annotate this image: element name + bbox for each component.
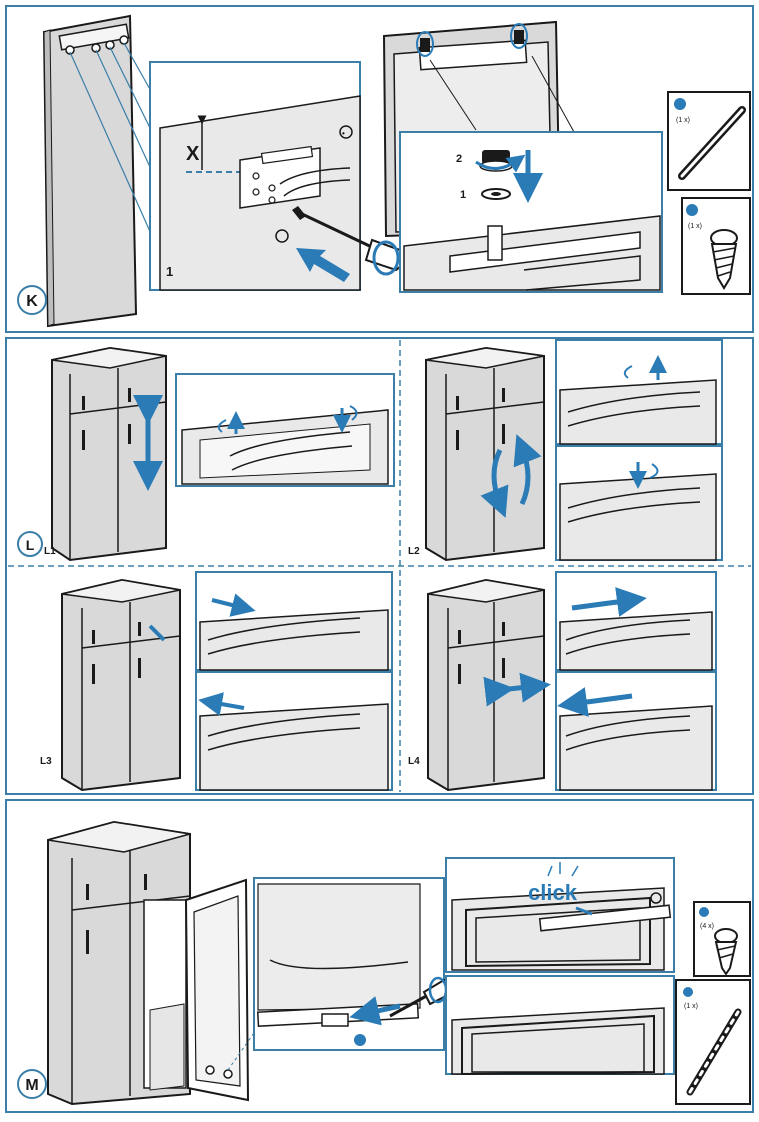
section-l-frame bbox=[5, 337, 754, 795]
bracket-icon bbox=[678, 106, 746, 180]
screw-icon bbox=[292, 206, 306, 220]
part-box-screws-m: (4 x) bbox=[693, 901, 751, 977]
fridge-l4 bbox=[427, 578, 551, 792]
section-m-frame bbox=[5, 799, 754, 1113]
fridge-l3 bbox=[61, 578, 181, 792]
part-box-strip: (1 x) bbox=[675, 979, 751, 1105]
section-k-badge bbox=[17, 285, 47, 315]
zoom-l4-top bbox=[555, 571, 717, 671]
part-ref-screw: • bbox=[342, 129, 345, 138]
screw-icon bbox=[714, 928, 738, 976]
dimension-x-label: X bbox=[186, 143, 200, 165]
screw-quantity: (1 x) bbox=[688, 223, 702, 230]
zoom-l2-bottom bbox=[555, 445, 723, 561]
tall-door-panel bbox=[42, 14, 157, 328]
panel-l2-label: L2 bbox=[408, 546, 420, 557]
rotate-arrows-icon bbox=[480, 434, 542, 518]
section-m: click (4 x) (1 x) bbox=[5, 799, 754, 1113]
arrow-icon bbox=[148, 624, 166, 642]
section-k-frame bbox=[5, 5, 754, 333]
bracket-icon bbox=[686, 1008, 742, 1096]
zoom-click-panel: click bbox=[445, 857, 675, 973]
section-l: L L1 bbox=[5, 337, 754, 795]
click-burst-icon bbox=[547, 862, 579, 877]
zoom-l2-top bbox=[555, 339, 723, 445]
fridge-open-door bbox=[47, 820, 257, 1106]
zoom-l3-bottom bbox=[195, 671, 393, 791]
screw-quantity-m: (4 x) bbox=[700, 923, 714, 930]
panel-l1-label: L1 bbox=[44, 546, 56, 557]
bracket-quantity: (1 x) bbox=[676, 117, 690, 124]
zoom-frame-panel bbox=[445, 975, 675, 1076]
section-m-badge bbox=[17, 1069, 47, 1099]
step-1-label: 1 bbox=[166, 264, 173, 279]
zoom-door-bottom bbox=[253, 877, 451, 1051]
zoom-l3-top bbox=[195, 571, 393, 671]
screw-icon bbox=[710, 229, 738, 290]
click-label: click bbox=[528, 880, 578, 905]
fridge-l2 bbox=[425, 346, 545, 562]
section-k-badge-label: K bbox=[26, 293, 38, 310]
zoom-l1 bbox=[175, 373, 395, 487]
substep-1-label: 1 bbox=[460, 189, 466, 201]
arrow-icon bbox=[483, 672, 551, 707]
arrow-icon bbox=[296, 248, 350, 282]
zoom-panel-cap-screw: 2 1 bbox=[399, 131, 663, 293]
zoom-panel-mount-bracket: X • 1 2 bbox=[149, 61, 411, 291]
part-box-screw: (1 x) bbox=[681, 197, 751, 295]
section-l-badge-label: L bbox=[26, 537, 35, 553]
part-box-bracket: (1 x) bbox=[667, 91, 751, 191]
section-k: X • 1 2 bbox=[5, 5, 754, 333]
arrow-icon bbox=[349, 996, 401, 1026]
panel-l4-label: L4 bbox=[408, 756, 420, 767]
zoom-l4-bottom bbox=[555, 671, 717, 791]
strip-quantity: (1 x) bbox=[684, 1003, 698, 1010]
section-m-badge-label: M bbox=[25, 1077, 38, 1094]
cap-icon bbox=[475, 150, 526, 173]
panel-l3-label: L3 bbox=[40, 756, 52, 767]
fridge-l1 bbox=[51, 346, 167, 562]
section-l-badge bbox=[17, 531, 43, 557]
substep-2-label: 2 bbox=[456, 153, 462, 165]
